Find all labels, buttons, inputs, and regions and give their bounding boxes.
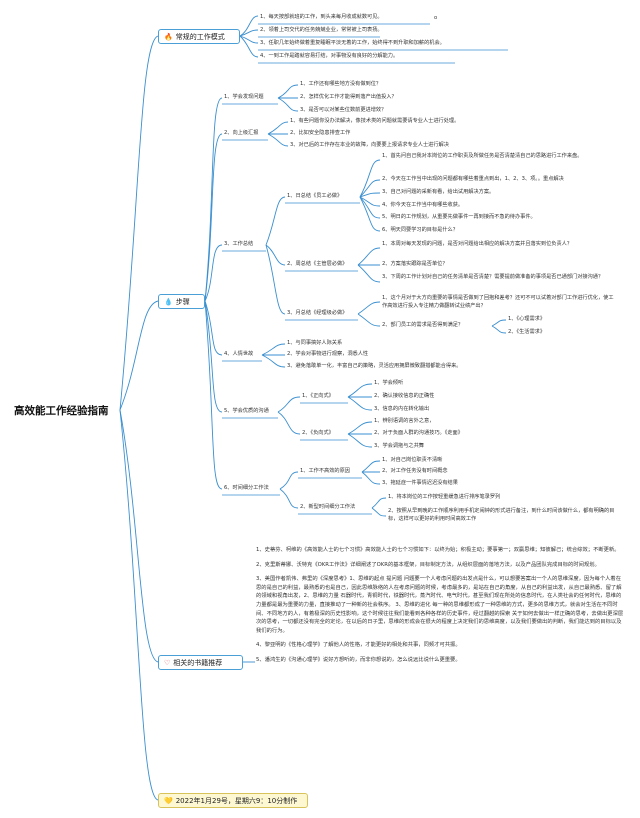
droplet-icon: 💧 — [164, 298, 173, 306]
stray-mark: o — [434, 15, 438, 21]
fire-icon: 🔥 — [164, 33, 173, 41]
book-item: 4、黎亚明的《性格心理学》了解他人的性格，才能更好的相处和共事，同频才可共振。 — [256, 642, 461, 649]
step-item: 1、与同事搞好人际关系 — [287, 340, 343, 346]
regular-item: 4、一到工作是踏就容易打结，对事物没有良好的分解能力。 — [260, 53, 399, 59]
branch-books[interactable]: ♡相关的书籍推荐 — [158, 655, 243, 670]
yellow-heart-icon: 💛 — [164, 797, 173, 805]
need-item: 1、《心理需求》 — [508, 316, 546, 322]
subsection-label: 3、月总结《经理级必做》 — [287, 310, 348, 316]
section-label: 4、人情世故 — [224, 351, 254, 357]
comm-item: 2、对于负面人群的沟通技巧。《走面》 — [374, 430, 463, 436]
step-item: 1、有些问题你没办法解决，像技术类的问题就需要请专业人士进行处理。 — [290, 118, 460, 124]
section-label: 1、学会发现问题 — [224, 94, 264, 100]
branch-date[interactable]: 💛2022年1月29号，星期六9：10分制作 — [158, 793, 308, 808]
need-item: 2、《生活需求》 — [508, 329, 546, 335]
step-item: 3、是否可以对某些位数前更进增效？ — [300, 107, 387, 113]
summary-item: 2、部门员工的需求是否得到满足？ — [382, 322, 464, 328]
summary-item: 6、明天同要学习的目标是什么？ — [382, 227, 458, 233]
subsection-label: 1、《正向式》 — [302, 393, 334, 399]
section-label: 3、工作总结 — [224, 241, 254, 247]
branch-regular-work[interactable]: 🔥常规的工作模式 — [158, 29, 240, 44]
summary-item: 5、明日的工作规划，从重要先做事件一再到接而不急的待办事件。 — [382, 214, 536, 220]
book-list: 1、史蒂芬、柯维的《高效能人士的七个习惯》高效能人士的七个习惯如下：以终为始；积… — [256, 546, 626, 671]
regular-item: 3、任职几年始终做着重复睡眠平淡无着的工作，始终得不到升职和加薪的机会。 — [260, 40, 445, 46]
comm-item: 3、学会调拖与之共舞 — [374, 443, 424, 449]
date-label: 2022年1月29号，星期六9：10分制作 — [175, 797, 298, 805]
summary-item: 1、这个月对于大方向重要的事情是否做到了回抱和差考？还可不可以试着对部门工作进行… — [382, 295, 614, 309]
section-label: 2、向上级汇报 — [224, 130, 259, 136]
time-item: 3、拖延症一件事情迟迟没有结果 — [382, 480, 458, 486]
subsection-label: 2、《负向式》 — [302, 430, 334, 436]
step-item: 2、学会对事物进行观察，洞悉人性 — [287, 351, 369, 357]
time-item: 2、对工作任务没有时间概念 — [382, 468, 448, 474]
book-item: 5、潘鸿生的《沟通心理学》说好方想听的，而非你想说的，怎么说远比说什么更重要。 — [256, 656, 461, 663]
comm-item: 1、学会倾听 — [374, 380, 404, 386]
time-item: 2、按照从早到晚的工作顺序利用手机定闹钟的形式进行备注，到什么时间该做什么，都有… — [388, 508, 615, 522]
time-item: 1、对自己岗位职责不清晰 — [382, 457, 443, 463]
subsection-label: 1、日总结《员工必做》 — [287, 193, 343, 199]
heart-icon: ♡ — [164, 659, 171, 667]
comm-item: 1、辨别语调的言外之意， — [374, 418, 435, 424]
comm-item: 2、确认接收信息的正确性 — [374, 393, 435, 399]
section-label: 6、时间细分工作法 — [224, 485, 269, 491]
comm-item: 3、信息的内在转化输出 — [374, 406, 430, 412]
subsection-label: 2、新型时间细分工作法 — [300, 504, 356, 510]
regular-item: 1、每天按部就班的工作，到头来每月收成就数可见。 — [260, 14, 383, 20]
step-item: 3、对已后的工作存在本业的故障，向要要上报请求专业人士进行解决 — [290, 142, 449, 148]
summary-item: 2、今天在工作当中出现的问题都有哪些着重点到出，1、2、3、项。。重点解决 — [382, 176, 564, 182]
book-item: 2、克里斯蒂娜、沃特克《OKR工作法》详细阐述了OKR的基本框架，目标制定方法，… — [256, 561, 600, 568]
time-item: 1、将本岗位的工作按轻重缓急进行排序笔录罗列 — [388, 494, 501, 500]
step-item: 1、工作还有哪些地方没有做到位？ — [300, 81, 382, 87]
branch-label: 步骤 — [175, 298, 190, 306]
root-title: 高效能工作经验指南 — [14, 405, 109, 417]
step-item: 3、避免落敢单一化，丰富自己的策略，灵活应用拥屏微致翻措都能合得来。 — [287, 363, 462, 369]
summary-item: 3、自己对问题的采新有看，给出试用解决方案。 — [382, 189, 495, 195]
subsection-label: 1、工作不高效的原因 — [300, 468, 350, 474]
summary-item: 3、下周的工作计划对自己的任务清单是否清楚？需要提前做准备的事项是否已通部门对接… — [382, 274, 604, 280]
summary-item: 4、你今天在工作当中有哪些收获。 — [382, 202, 464, 208]
step-item: 2、比如安全隐患排查工作 — [290, 130, 351, 136]
section-label: 5、学会优质的沟通 — [224, 408, 269, 414]
step-item: 2、怎样优化工作才能得到落产出值投入？ — [300, 94, 397, 100]
regular-item: 2、领着上司交代的任务兢兢业业，常常被上司表扬。 — [260, 27, 383, 33]
book-item: 3、美国作者凯伟、弗里的《深度思考》1、思维的起点 提问题 问题要一个人考虑问题… — [256, 576, 624, 634]
branch-label: 相关的书籍推荐 — [173, 659, 223, 667]
branch-label: 常规的工作模式 — [175, 33, 225, 41]
summary-item: 1、首先问自己我对本岗位的工作职责及所做任务是否清楚清自己的思路进行工作来盘。 — [382, 153, 583, 159]
summary-item: 1、本周对每天发现的问题，是否对问题给出相应的解决方案并且落实到位负责人？ — [382, 241, 573, 247]
summary-item: 2、方案落实跟踪是否单位？ — [382, 261, 448, 267]
book-item: 1、史蒂芬、柯维的《高效能人士的七个习惯》高效能人士的七个习惯如下：以终为始；积… — [256, 547, 620, 553]
subsection-label: 2、周总结《主管层必做》 — [287, 261, 348, 267]
branch-steps[interactable]: 💧步骤 — [158, 294, 205, 309]
